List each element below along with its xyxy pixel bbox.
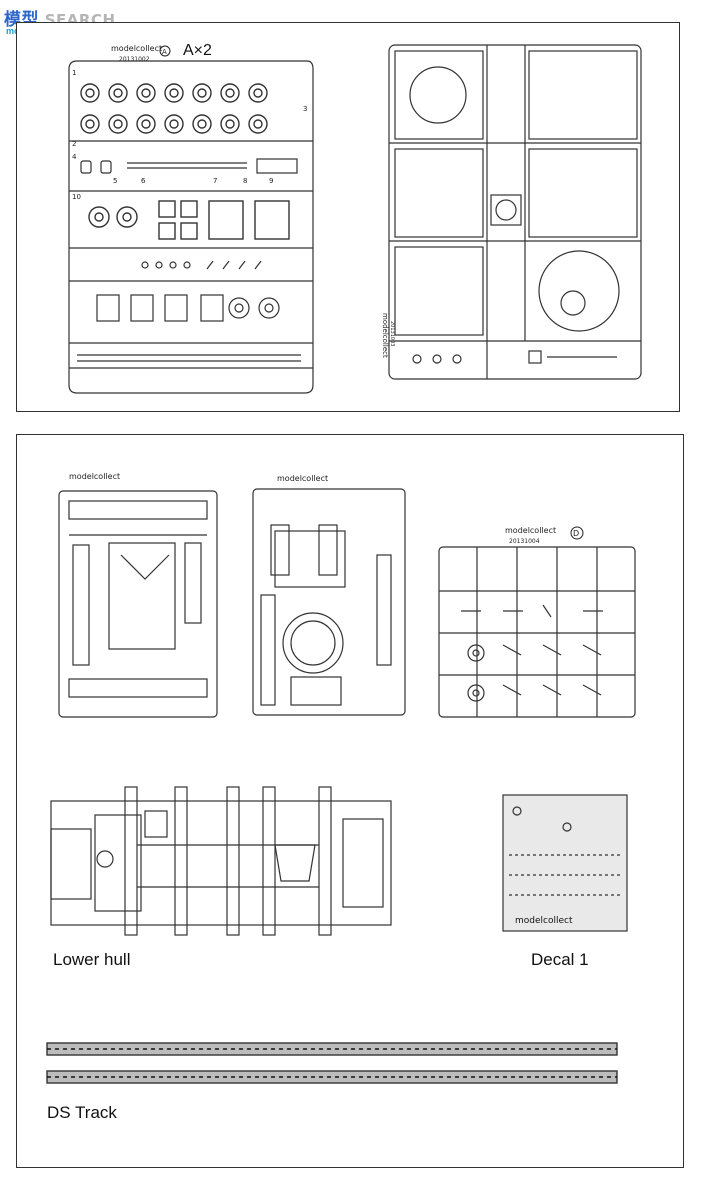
part-number: 3	[303, 105, 307, 113]
part-number: 8	[243, 177, 247, 185]
road-wheels-row-2	[80, 114, 268, 134]
sprue-b-date: 20131003	[389, 321, 395, 346]
decal-label: Decal 1	[531, 950, 589, 969]
sprue-e-frame	[252, 488, 406, 716]
part-number: 2	[72, 140, 76, 148]
top-panel-drawing: modelcollect 20131002 A A×2 1 2 3 4 5 6 …	[68, 42, 642, 394]
lower-hull-drawing	[50, 786, 392, 936]
sprue-b-frame	[388, 44, 642, 380]
sprue-e-maker: modelcollect	[277, 474, 328, 483]
sprue-d-frame	[438, 546, 636, 718]
decal-maker: modelcollect	[515, 916, 573, 926]
sprue-d-maker: modelcollect	[505, 526, 556, 535]
track-links-row	[77, 354, 301, 362]
part-number: 6	[141, 177, 146, 185]
part-number: 1	[72, 69, 76, 77]
sprue-a-frame	[68, 60, 314, 394]
sprue-d-letter: D	[573, 529, 579, 538]
sprue-a-date: 20131002	[119, 56, 150, 63]
sprue-a-quantity: A×2	[183, 42, 212, 59]
bottom-panel-drawing: modelcollect modelcollect modelcollect 2…	[46, 472, 636, 1084]
bottom-parts-row	[96, 294, 280, 322]
sprue-b-maker: modelcollect	[381, 313, 389, 358]
sprue-a-letter: A	[162, 48, 167, 56]
top-panel: modelcollect 20131002 A A×2 1 2 3 4 5 6 …	[16, 22, 680, 412]
sprue-d-date: 20131004	[509, 538, 540, 545]
ds-track-drawing	[46, 1042, 618, 1084]
bottom-panel: modelcollect modelcollect modelcollect 2…	[16, 434, 684, 1168]
part-number: 4	[72, 153, 77, 161]
sprockets	[88, 200, 290, 240]
part-number: 10	[72, 193, 81, 201]
part-number: 9	[269, 177, 273, 185]
small-parts-row	[80, 158, 298, 174]
ds-track-label: DS Track	[47, 1103, 117, 1122]
sprue-c-frame	[58, 490, 218, 718]
decal-sheet-drawing	[502, 794, 628, 932]
part-number: 5	[113, 177, 117, 185]
part-number: 7	[213, 177, 217, 185]
tiny-bits-row	[141, 260, 262, 270]
lower-hull-label: Lower hull	[53, 950, 131, 969]
sprue-c-maker: modelcollect	[69, 472, 120, 481]
sprue-a-maker: modelcollect	[111, 44, 162, 53]
road-wheels-row-1	[80, 83, 268, 103]
